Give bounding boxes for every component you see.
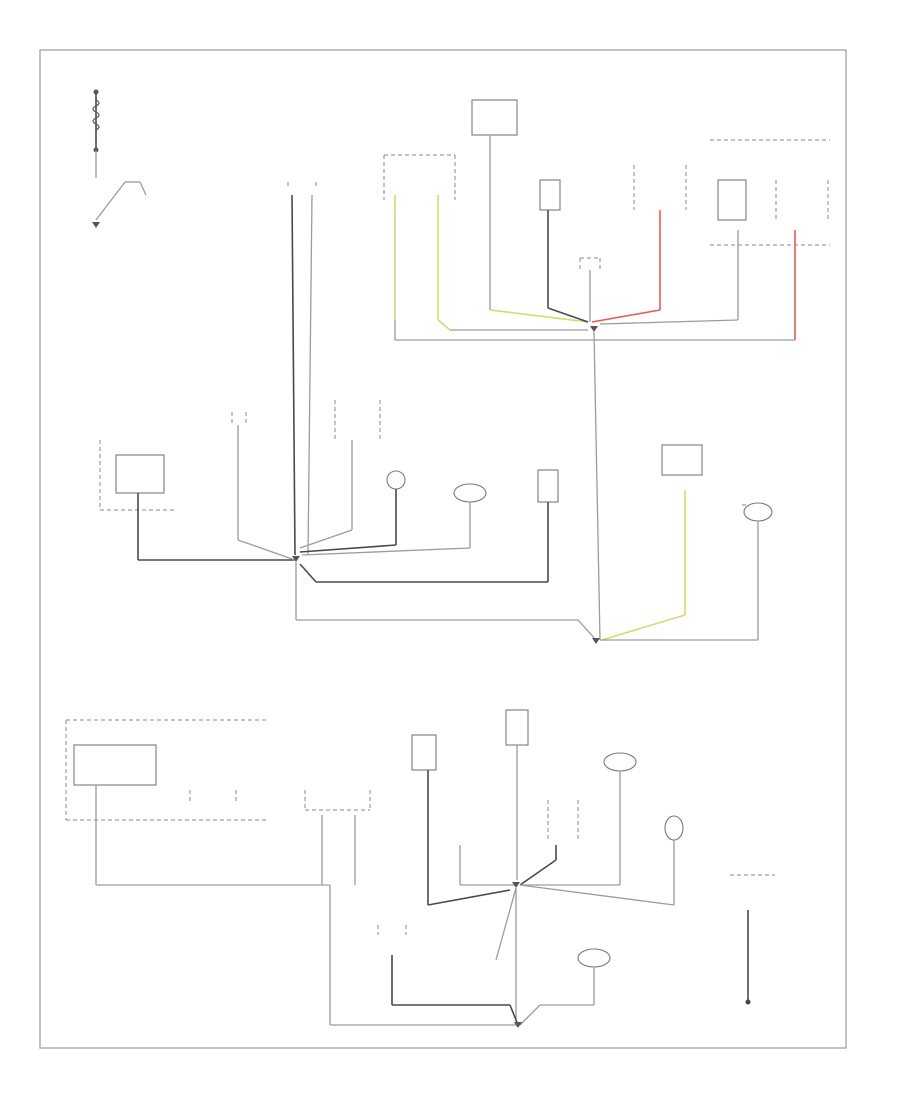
center-sensor-box: [299, 469, 559, 583]
instrument-cluster-connector: [383, 154, 456, 340]
left-module-dashed-box: [99, 440, 295, 561]
lower-sensor-connector: [377, 925, 519, 1026]
lower-right-ground: [592, 638, 600, 644]
bottom-center-ground: [514, 1022, 522, 1028]
left-splice: [292, 556, 597, 641]
transmission-range-sensor: [601, 444, 703, 641]
left-fog-lamp: [301, 483, 487, 556]
lower-left-dashed-box: [65, 719, 330, 886]
right-top-module: [599, 139, 830, 340]
switch-component: [539, 179, 589, 323]
diagram-border: [39, 49, 847, 1049]
right-lamp-connector: [600, 502, 773, 641]
top-module-box: [471, 99, 589, 323]
upper-ground-bus: [395, 326, 795, 641]
sensor-connector: [579, 257, 601, 322]
transmission-sensor-connector: [591, 165, 687, 323]
battery-ground-group: [92, 89, 147, 228]
center-lower-connector: [304, 790, 518, 1026]
center-left-connector: [231, 412, 296, 561]
lower-right-lamp: [519, 948, 611, 1026]
ground-icon: [92, 222, 100, 228]
upper-harness-connector: [287, 182, 317, 556]
bottom-right-ground-stud: [730, 874, 775, 1005]
center-switch-connector: [299, 400, 381, 549]
lower-center-star-splice: [411, 709, 684, 1025]
lamp-icon: [299, 470, 406, 553]
